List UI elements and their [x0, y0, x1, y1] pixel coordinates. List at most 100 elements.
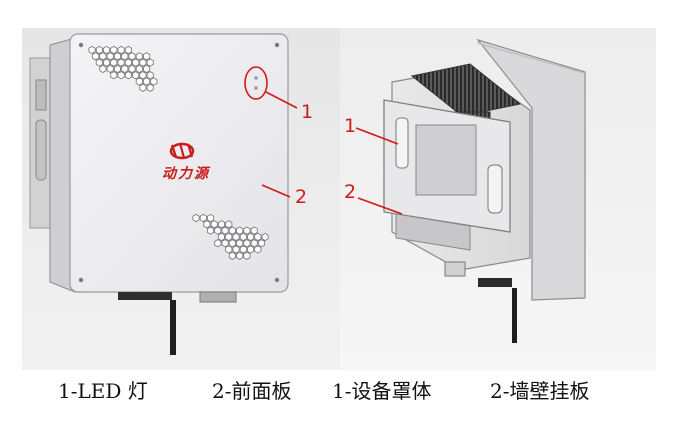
vent-hex: [239, 232, 247, 241]
callout-front-panel: 2: [295, 186, 308, 208]
vent-hex: [143, 52, 151, 61]
vent-hex: [236, 239, 244, 248]
vent-hex: [128, 52, 136, 61]
vent-hex: [132, 58, 140, 67]
vent-hex: [132, 71, 140, 80]
vent-hex: [95, 45, 103, 55]
front-view-device: [29, 33, 289, 355]
vent-hex: [225, 245, 233, 254]
vent-hex: [95, 58, 103, 67]
vent-hex: [150, 77, 158, 86]
vent-hex: [121, 64, 129, 73]
vent-hex: [113, 64, 121, 73]
brand-name: 动力源: [162, 166, 210, 182]
vent-hex: [221, 226, 229, 235]
led-indicator-1: [254, 76, 258, 80]
callout-line-wall-bracket: [357, 197, 403, 215]
vent-hex: [243, 226, 251, 235]
vent-hex: [228, 251, 236, 260]
vent-hex: [103, 45, 111, 55]
callout-line-enclosure: [355, 127, 399, 145]
vent-hex: [124, 58, 132, 67]
callout-enclosure: 1: [344, 115, 357, 137]
vent-hex: [254, 232, 262, 241]
vent-hex: [207, 213, 215, 223]
vent-hex: [243, 251, 251, 260]
vent-hex: [225, 232, 233, 241]
vent-hex: [110, 58, 118, 67]
vent-hex: [247, 245, 255, 254]
vent-hex: [128, 64, 136, 73]
vent-hex: [210, 220, 218, 229]
vent-hex: [92, 52, 100, 61]
vent-hex: [261, 232, 269, 241]
caption-front-panel: 2-前面板: [212, 379, 292, 403]
vent-hex: [113, 52, 121, 61]
vent-hex: [199, 213, 207, 223]
vent-hex: [110, 45, 118, 55]
vent-hex: [228, 239, 236, 248]
vent-hex: [203, 220, 211, 229]
cable: [512, 288, 517, 343]
vent-hex: [236, 226, 244, 235]
vent-hex: [139, 58, 147, 67]
vent-hex: [239, 245, 247, 254]
vent-hex: [124, 45, 132, 55]
callout-wall-bracket: 2: [344, 181, 357, 203]
caption-wall-bracket: 2-墙壁挂板: [490, 379, 590, 403]
vent-hex: [247, 232, 255, 241]
vent-pattern-bottom: [192, 213, 269, 260]
vent-hex: [258, 239, 265, 248]
vent-hex: [232, 232, 240, 241]
vent-hex: [250, 226, 258, 235]
vent-hex: [117, 45, 125, 55]
vent-hex: [146, 71, 154, 80]
caption-led: 1-LED 灯: [58, 379, 148, 403]
vent-hex: [106, 52, 114, 61]
vent-pattern-top: [88, 45, 158, 92]
led-highlight-circle: [244, 66, 268, 100]
vent-hex: [143, 77, 151, 86]
vent-hex: [214, 239, 222, 248]
power-cable: [170, 300, 176, 355]
vent-hex: [243, 239, 251, 248]
vent-hex: [217, 232, 225, 241]
vent-hex: [146, 83, 154, 92]
vent-hex: [254, 245, 262, 254]
vent-hex: [217, 220, 225, 229]
vent-hex: [117, 71, 125, 80]
vent-hex: [117, 58, 125, 67]
vent-hex: [135, 77, 143, 86]
vent-hex: [121, 52, 129, 61]
vent-hex: [146, 58, 154, 67]
vent-hex: [124, 71, 132, 80]
callout-led: 1: [301, 101, 314, 123]
callout-line-front-panel: [261, 184, 291, 198]
vent-hex: [228, 226, 236, 235]
vent-hex: [225, 220, 233, 229]
vent-hex: [250, 239, 258, 248]
led-indicator-2: [254, 86, 258, 90]
vent-hex: [139, 83, 147, 92]
vent-hex: [99, 64, 107, 73]
vent-hex: [135, 52, 143, 61]
vent-hex: [207, 226, 215, 235]
callout-line-led: [265, 91, 298, 109]
vent-hex: [192, 213, 200, 223]
vent-hex: [214, 226, 222, 235]
vent-hex: [236, 251, 244, 260]
vent-hex: [135, 64, 143, 73]
vent-hex: [232, 245, 240, 254]
vent-hex: [88, 45, 96, 55]
vent-hex: [99, 52, 107, 61]
vent-hex: [103, 58, 111, 67]
rear-view-device: [383, 38, 586, 343]
vent-hex: [221, 239, 229, 248]
vent-hex: [106, 64, 114, 73]
caption-enclosure: 1-设备罩体: [332, 379, 432, 403]
brand-logo-mark: [169, 142, 195, 160]
vent-hex: [143, 64, 151, 73]
vent-hex: [110, 71, 118, 80]
vent-hex: [139, 71, 147, 80]
